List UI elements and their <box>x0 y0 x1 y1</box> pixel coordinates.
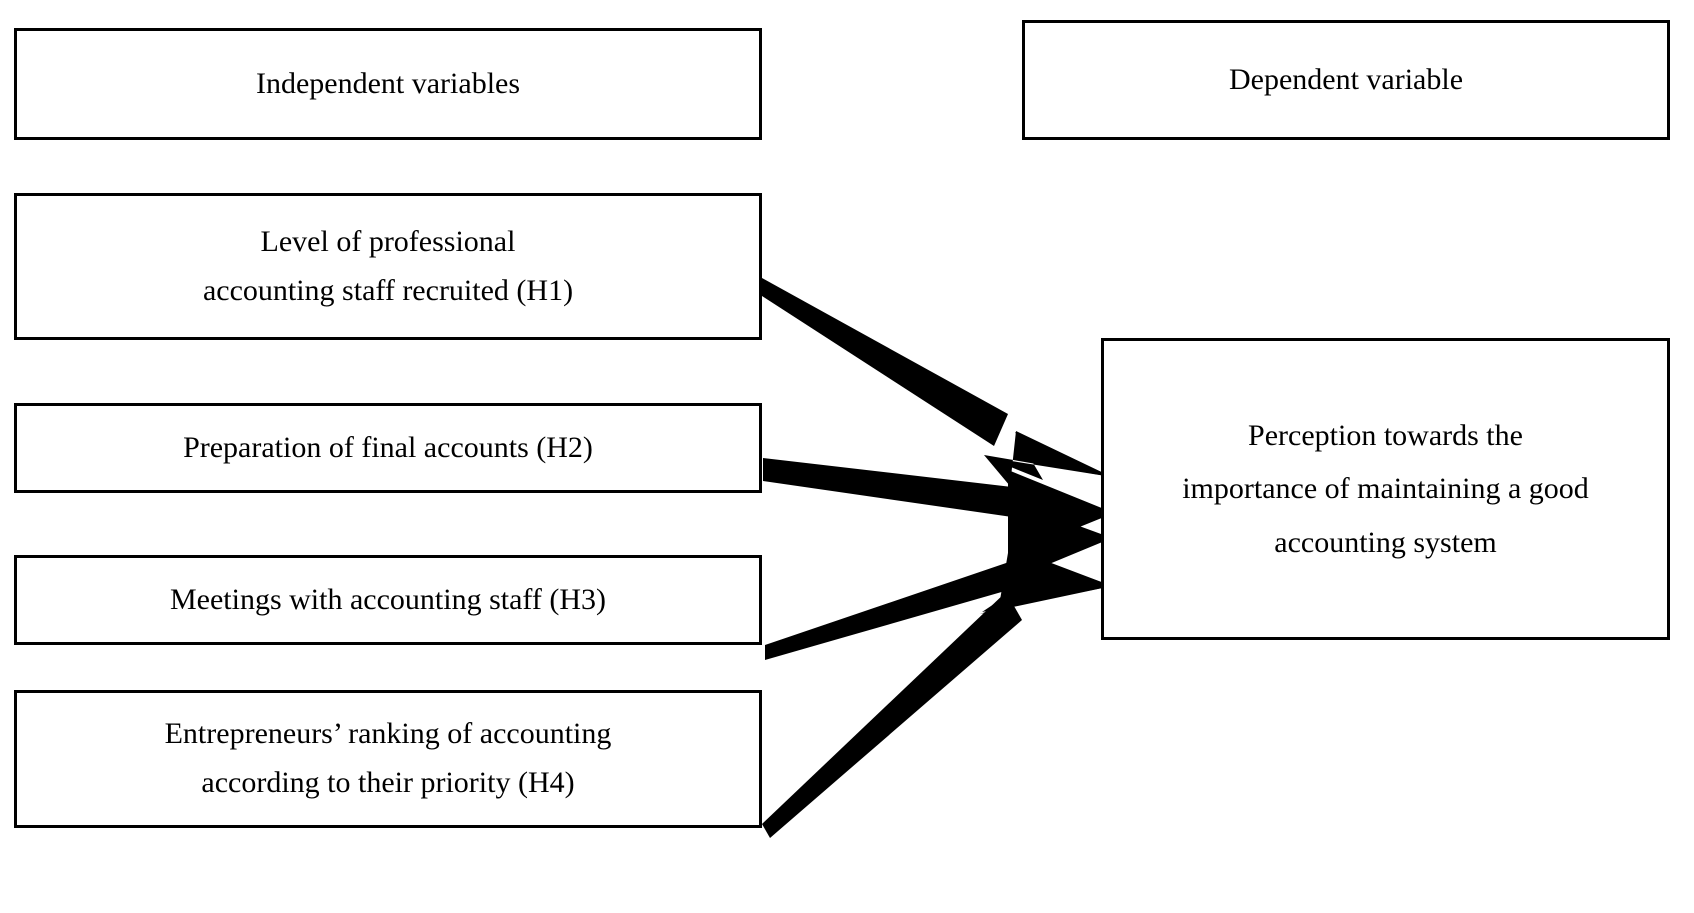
dependent-variable-line2: importance of maintaining a good <box>1182 472 1589 506</box>
independent-variables-header-label: Independent variables <box>255 66 521 100</box>
independent-variables-header-box: Independent variables <box>14 28 762 140</box>
independent-variable-box-h1: Level of professional accounting staff r… <box>14 193 762 340</box>
independent-variable-h4-line1: Entrepreneurs’ ranking of accounting <box>164 717 612 751</box>
independent-variable-h1-line2: accounting staff recruited (H1) <box>202 273 574 307</box>
dependent-variable-line3: accounting system <box>1274 525 1497 559</box>
independent-variable-box-h4: Entrepreneurs’ ranking of accounting acc… <box>14 690 762 828</box>
independent-variable-h4-line2: according to their priority (H4) <box>201 766 575 799</box>
arrow-h3-to-dependent <box>765 500 1112 660</box>
independent-variable-h3-line1: Meetings with accounting staff (H3) <box>169 582 606 616</box>
dependent-variable-line1: Perception towards the <box>1248 418 1523 452</box>
dependent-variable-header-box: Dependent variable <box>1022 20 1670 140</box>
independent-variable-h2-line1: Preparation of final accounts (H2) <box>183 430 593 464</box>
arrow-h1-to-dependent <box>762 278 1112 486</box>
arrow-h2-to-dependent <box>763 458 1114 556</box>
dependent-variable-header-label: Dependent variable <box>1228 62 1464 96</box>
independent-variable-box-h2: Preparation of final accounts (H2) <box>14 403 762 493</box>
independent-variable-h1-line1: Level of professional <box>260 224 516 258</box>
independent-variable-box-h3: Meetings with accounting staff (H3) <box>14 555 762 645</box>
dependent-variable-box: Perception towards the importance of mai… <box>1101 338 1670 640</box>
arrow-h4-to-dependent <box>762 547 1112 838</box>
